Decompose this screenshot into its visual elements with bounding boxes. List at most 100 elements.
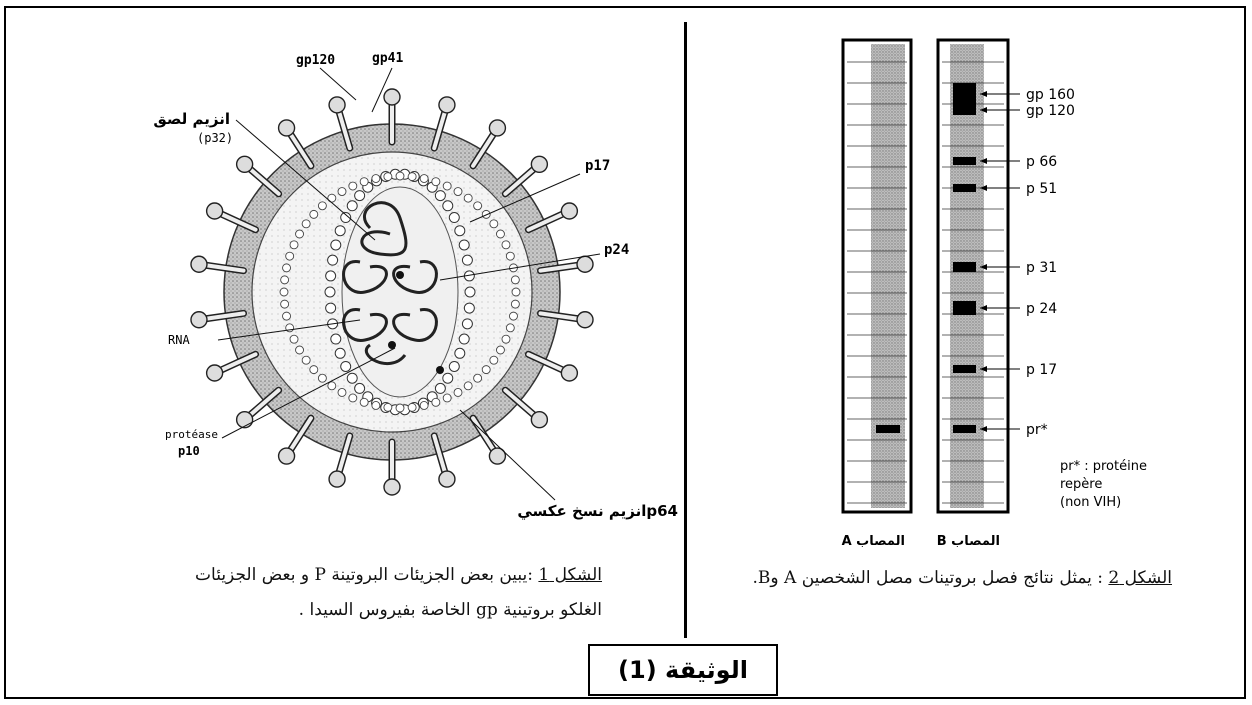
label-gp120: gp120 [296, 53, 335, 68]
spike-cap [577, 312, 593, 328]
matrix-bead [286, 252, 294, 260]
label-rna: RNA [168, 333, 190, 347]
capsid-bead [443, 201, 453, 211]
column-divider [684, 22, 687, 638]
band-label: gp 160 [1026, 87, 1075, 103]
band-label: pr* [1026, 422, 1048, 438]
matrix-bead [281, 300, 289, 308]
capsid-bead [355, 191, 365, 201]
label-protease: protéase [165, 428, 218, 441]
spike-cap [577, 256, 593, 272]
band-p31 [953, 262, 976, 272]
capsid-bead [443, 373, 453, 383]
matrix-bead [360, 178, 368, 186]
label-p24: p24 [604, 242, 629, 258]
matrix-bead [384, 403, 392, 411]
strip-b-label: المصاب B [937, 534, 1000, 549]
band-p66 [953, 157, 976, 165]
figure2-caption-label: الشكل 2 [1108, 568, 1172, 588]
capsid-bead [435, 383, 445, 393]
matrix-bead [474, 374, 482, 382]
spike-cap [329, 97, 345, 113]
spike-cap [439, 471, 455, 487]
spike-cap [207, 203, 223, 219]
capsid-bead [459, 240, 469, 250]
spike-cap [191, 256, 207, 272]
matrix-bead [349, 182, 357, 190]
strip-a [871, 44, 905, 508]
capsid-bead [347, 373, 357, 383]
matrix-bead [338, 388, 346, 396]
label-p32: (p32) [197, 131, 233, 145]
spike-cap [384, 479, 400, 495]
figure1-caption-label: الشكل 1 [538, 565, 602, 585]
matrix-bead [318, 202, 326, 210]
matrix-bead [318, 374, 326, 382]
matrix-bead [496, 230, 504, 238]
matrix-bead [280, 288, 288, 296]
note-line1: pr* : protéine [1060, 459, 1147, 474]
matrix-bead [509, 312, 517, 320]
band-p17 [953, 365, 976, 373]
matrix-bead [283, 312, 291, 320]
capsid-bead [331, 334, 341, 344]
capsid-bead [459, 334, 469, 344]
matrix-bead [408, 173, 416, 181]
capsid-bead [462, 319, 472, 329]
spike-cap [489, 120, 505, 136]
matrix-bead [296, 346, 304, 354]
capsid-bead [449, 361, 459, 371]
spike-cap [237, 156, 253, 172]
matrix-bead [338, 188, 346, 196]
band-p24 [953, 301, 976, 315]
label-gp41: gp41 [372, 51, 403, 66]
matrix-bead [502, 241, 510, 249]
capsid-bead [455, 348, 465, 358]
matrix-bead [502, 335, 510, 343]
matrix-bead [420, 401, 428, 409]
spike-cap [531, 412, 547, 428]
figure1-caption-line1: الشكل 1 :يبين بعض الجزيئات البروتينة P و… [195, 565, 602, 585]
matrix-bead [302, 356, 310, 364]
capsid-bead [326, 271, 336, 281]
matrix-bead [506, 324, 514, 332]
matrix-bead [396, 172, 404, 180]
capsid-bead [331, 240, 341, 250]
matrix-bead [496, 346, 504, 354]
matrix-bead [396, 404, 404, 412]
spike-cap [237, 412, 253, 428]
matrix-bead [432, 398, 440, 406]
strip-a-label: المصاب A [842, 534, 905, 549]
spike-cap [561, 203, 577, 219]
capsid-bead [449, 213, 459, 223]
capsid-bead [328, 255, 338, 265]
matrix-bead [360, 398, 368, 406]
label-attach-enzyme: انزيم لصق [153, 110, 230, 128]
matrix-bead [310, 366, 318, 374]
matrix-bead [302, 220, 310, 228]
capsid-bead [355, 383, 365, 393]
capsid-bead [335, 348, 345, 358]
band-label: p 66 [1026, 154, 1057, 170]
matrix-bead [432, 178, 440, 186]
spike-cap [531, 156, 547, 172]
capsid-bead [347, 201, 357, 211]
capsid-bead [435, 191, 445, 201]
matrix-bead [290, 241, 298, 249]
capsid-bead [462, 255, 472, 265]
capsid-bead [464, 303, 474, 313]
capsid-bead [341, 361, 351, 371]
hiv-virus-diagram: gp120 gp41 انزيم لصق (p32) p17 p24 RNA p… [150, 40, 680, 550]
matrix-bead [490, 220, 498, 228]
note-line2: repère [1060, 477, 1102, 492]
matrix-bead [296, 230, 304, 238]
matrix-bead [490, 356, 498, 364]
band-p51 [953, 184, 976, 192]
band-pr [953, 425, 976, 433]
label-reverse-transcriptase: p64انزيم نسخ عكسي [517, 502, 678, 520]
band-pr-a [876, 425, 900, 433]
matrix-bead [482, 366, 490, 374]
figure2-caption: الشكل 2 : يمثل نتائج فصل بروتينات مصل ال… [753, 568, 1172, 588]
band-gp160 [953, 83, 976, 105]
document-title: الوثيقة (1) [588, 644, 778, 696]
